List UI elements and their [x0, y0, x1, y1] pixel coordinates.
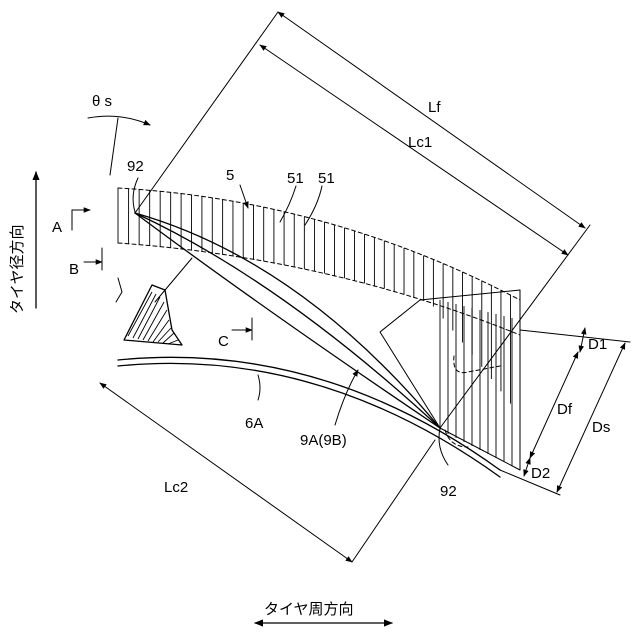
lc2-ext	[352, 440, 435, 562]
label-6a: 6A	[245, 415, 263, 432]
block-outline	[124, 285, 182, 345]
d1-dim	[580, 328, 585, 352]
d2-dim	[524, 458, 530, 476]
small-tick	[116, 278, 122, 302]
lf-dim	[278, 12, 585, 228]
theta-arc	[88, 116, 150, 125]
label-9a: 9A(9B)	[300, 432, 347, 449]
label-d1: D1	[588, 336, 607, 353]
label-df: Df	[557, 401, 573, 418]
lower-hatched-region	[380, 290, 520, 470]
lf-ext-left	[135, 12, 278, 213]
lc2-dim	[100, 383, 352, 562]
label-ds: Ds	[592, 419, 610, 436]
label-d2: D2	[531, 465, 550, 482]
label-lf: Lf	[428, 99, 441, 116]
label-92-bottom: 92	[440, 483, 457, 500]
band-upper-edge	[118, 188, 520, 300]
label-51-a: 51	[287, 170, 304, 187]
ds-bottom-ext	[500, 470, 560, 495]
leaders	[133, 178, 448, 465]
circumferential-axis-label: タイヤ周方向	[264, 601, 354, 618]
dashed-notch	[454, 356, 500, 373]
label-c: C	[218, 333, 229, 350]
section-markers	[72, 210, 252, 340]
leader-51a	[280, 186, 296, 222]
groove-line-2	[118, 363, 500, 477]
theta-s-label: θ s	[92, 93, 112, 110]
leader-6a	[258, 375, 260, 400]
groove-6a	[118, 357, 500, 477]
label-92-top: 92	[127, 158, 144, 175]
label-a: A	[52, 219, 62, 236]
label-51-b: 51	[318, 170, 335, 187]
leader-92-top	[133, 178, 138, 212]
label-b: B	[69, 261, 79, 278]
hatched-band	[118, 188, 520, 416]
leader-5	[240, 185, 248, 208]
lower-hatching	[440, 300, 520, 470]
label-lc2: Lc2	[164, 479, 188, 496]
block-leader	[155, 258, 192, 302]
axes	[36, 172, 392, 623]
label-5: 5	[226, 167, 234, 184]
radial-axis-label: タイヤ径方向	[9, 224, 26, 314]
band-hatching	[118, 188, 520, 416]
groove-line-1	[118, 357, 500, 470]
theta-ref-line	[110, 118, 118, 175]
label-lc1: Lc1	[408, 134, 432, 151]
tread-block-section	[116, 258, 192, 345]
ds-top-ext	[520, 330, 630, 342]
band-lower-edge	[118, 243, 520, 335]
